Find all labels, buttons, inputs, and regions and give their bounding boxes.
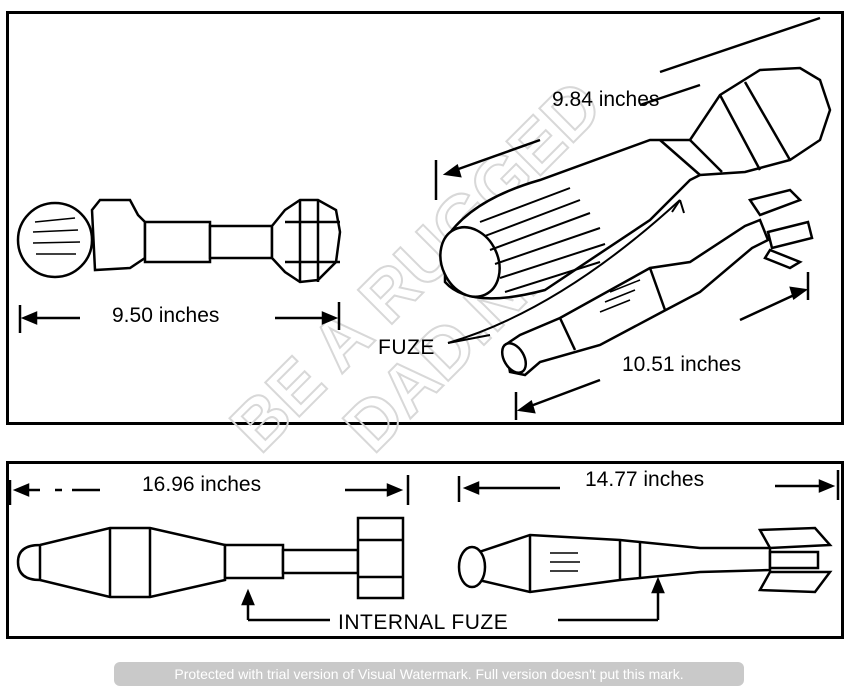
projectile-top-left (16, 198, 342, 284)
dimension-label-top-right-lower: 10.51 inches (622, 353, 741, 376)
dimension-label-bottom-left: 16.96 inches (142, 473, 261, 496)
trial-watermark-notice: Protected with trial version of Visual W… (114, 662, 744, 686)
dimension-label-bottom-right: 14.77 inches (585, 468, 704, 491)
top-figure-panel (6, 11, 844, 425)
fuze-leader-lines (447, 199, 685, 344)
projectile-bottom-left (16, 516, 405, 600)
projectile-bottom-right (457, 526, 833, 594)
dimension-line-top-right-upper (434, 16, 821, 200)
projectile-top-right-upper (439, 66, 832, 300)
dimension-label-top-right-upper: 9.84 inches (552, 88, 659, 111)
projectile-top-right-lower-stencil (599, 279, 641, 313)
internal-fuze-leader-lines (241, 576, 665, 622)
projectile-top-right-upper-wrapping (479, 187, 606, 293)
internal-fuze-label: INTERNAL FUZE (338, 611, 508, 634)
dimension-line-bottom-left (8, 475, 410, 505)
fuze-label: FUZE (378, 336, 435, 359)
dimension-line-bottom-right (457, 470, 840, 502)
dimension-label-top-left: 9.50 inches (112, 304, 219, 327)
dimension-line-top-right-lower (514, 272, 810, 420)
dimension-line-top-left (18, 302, 341, 333)
projectile-top-right-lower (500, 188, 814, 377)
projectile-top-left-stencil (32, 217, 81, 255)
projectile-bottom-right-stencil (550, 552, 580, 572)
